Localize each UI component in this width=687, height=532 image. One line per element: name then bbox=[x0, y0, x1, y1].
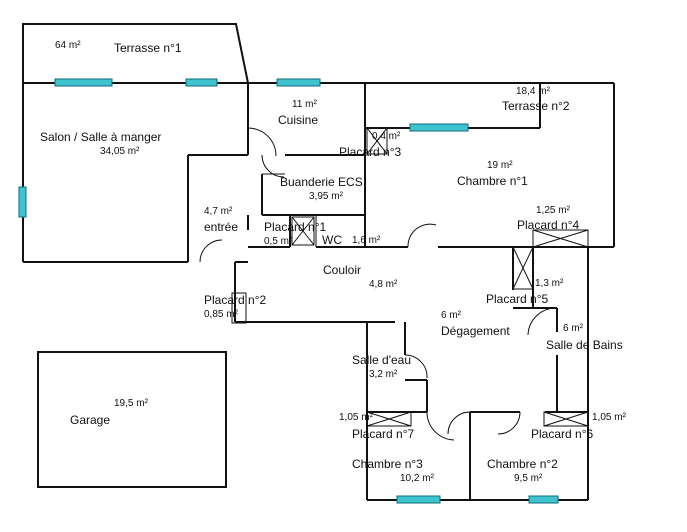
salledebains-name: Salle de Bains bbox=[546, 338, 623, 352]
salon-name: Salon / Salle à manger bbox=[40, 130, 161, 144]
placard7-name: Placard n°7 bbox=[352, 427, 414, 441]
chambre2-name: Chambre n°2 bbox=[487, 457, 558, 471]
walls bbox=[22, 23, 615, 501]
garage-name: Garage bbox=[70, 413, 110, 427]
placard3-name: Placard n°3 bbox=[339, 145, 401, 159]
placard2-area: 0,85 m² bbox=[204, 309, 239, 320]
chambre3-area: 10,2 m² bbox=[400, 473, 435, 484]
chambre1-name: Chambre n°1 bbox=[457, 174, 528, 188]
placard5-name: Placard n°5 bbox=[486, 292, 548, 306]
chambre1-area: 19 m² bbox=[487, 160, 513, 171]
placard4-name: Placard n°4 bbox=[517, 218, 579, 232]
garage-area: 19,5 m² bbox=[114, 398, 149, 409]
wc-area: 1,6 m² bbox=[352, 235, 381, 246]
couloir-area: 4,8 m² bbox=[369, 279, 398, 290]
placard4-area: 1,25 m² bbox=[536, 205, 571, 216]
entree-name: entrée bbox=[204, 220, 238, 234]
degagement-name: Dégagement bbox=[441, 324, 510, 338]
chambre2-area: 9,5 m² bbox=[514, 473, 543, 484]
terrasse2-area: 18,4 m² bbox=[516, 86, 551, 97]
placard1-area: 0,5 m² bbox=[264, 236, 293, 247]
wc-name: WC bbox=[322, 233, 342, 247]
buanderie-area: 3,95 m² bbox=[309, 191, 344, 202]
placard6-name: Placard n°6 bbox=[531, 427, 593, 441]
degagement-area: 6 m² bbox=[441, 310, 462, 321]
terrasse1-area: 64 m² bbox=[55, 40, 81, 51]
couloir-name: Couloir bbox=[323, 263, 361, 277]
buanderie-name: Buanderie ECS bbox=[280, 175, 363, 189]
doors bbox=[199, 127, 557, 441]
windows bbox=[18, 78, 559, 504]
terrasse2-name: Terrasse n°2 bbox=[502, 99, 570, 113]
room-labels: 64 m² Terrasse n°1 18,4 m² Terrasse n°2 … bbox=[40, 40, 627, 484]
salledeau-name: Salle d'eau bbox=[352, 353, 411, 367]
placard5-area: 1,3 m² bbox=[535, 278, 564, 289]
placard3-area: 0,4 m² bbox=[372, 131, 401, 142]
placard7-area: 1,05 m² bbox=[339, 412, 374, 423]
salledeau-area: 3,2 m² bbox=[369, 369, 398, 380]
placard1-name: Placard n°1 bbox=[264, 220, 326, 234]
chambre3-name: Chambre n°3 bbox=[352, 457, 423, 471]
entree-area: 4,7 m² bbox=[204, 206, 233, 217]
placard2-name: Placard n°2 bbox=[204, 293, 266, 307]
terrasse1-name: Terrasse n°1 bbox=[114, 41, 182, 55]
cuisine-name: Cuisine bbox=[278, 113, 318, 127]
salon-area: 34,05 m² bbox=[100, 146, 140, 157]
placard6-area: 1,05 m² bbox=[592, 412, 627, 423]
salledebains-area: 6 m² bbox=[563, 323, 584, 334]
cuisine-area: 11 m² bbox=[292, 99, 317, 110]
